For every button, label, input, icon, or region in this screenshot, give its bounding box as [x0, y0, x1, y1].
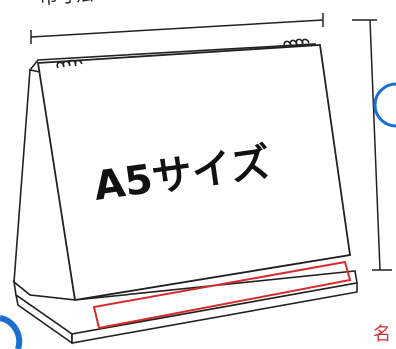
height-dimension-line — [352, 19, 392, 271]
name-print-area — [92, 260, 352, 330]
right-badge-icon — [373, 82, 396, 128]
top-dimension-label: 巾寸法 — [39, 0, 94, 9]
calendar-front-face — [36, 44, 352, 302]
calendar-base-right — [71, 282, 358, 344]
ring-binding-icon — [56, 59, 83, 69]
width-dimension-line — [30, 13, 324, 44]
left-badge-icon — [0, 315, 23, 349]
ring-binding-icon — [283, 38, 310, 48]
corner-label: 名 — [373, 324, 391, 345]
